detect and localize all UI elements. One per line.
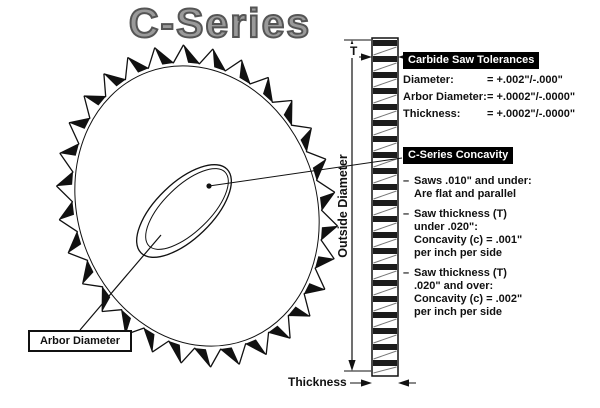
concavity-header: C-Series Concavity [403, 147, 514, 164]
concavity-item: – Saws .010" and under: Are flat and par… [403, 175, 599, 201]
tolerance-name: Arbor Diameter: [403, 91, 487, 103]
tolerance-row: Diameter: = +.002"/-.000" [403, 73, 599, 87]
arbor-diameter-label: Arbor Diameter [28, 330, 132, 352]
saw-blade-front-view [56, 44, 338, 368]
concavity-line: Are flat and parallel [414, 188, 517, 200]
page-title: C-Series [128, 0, 312, 47]
tolerances-panel: Carbide Saw Tolerances Diameter: = +.002… [403, 52, 599, 124]
saw-blade-side-view [371, 37, 399, 377]
thickness-label: Thickness [288, 375, 347, 389]
concavity-line: Saw thickness (T) [414, 267, 507, 279]
thickness-t-label: T [348, 44, 360, 58]
concavity-item: – Saw thickness (T) .020" and over: Conc… [403, 267, 599, 319]
tolerance-value: = +.0002"/-.0000" [487, 91, 576, 103]
tolerance-value: = +.0002"/-.0000" [487, 108, 576, 120]
concavity-line: Concavity (c) = .002" [414, 293, 523, 305]
outside-diameter-label: Outside Diameter [336, 154, 350, 258]
leader-lines [79, 157, 403, 331]
concavity-line: Concavity (c) = .001" [414, 234, 523, 246]
tolerance-row: Arbor Diameter: = +.0002"/-.0000" [403, 90, 599, 104]
bullet-dash: – [403, 208, 410, 220]
concavity-line: .020" and over: [414, 280, 494, 292]
concavity-item: – Saw thickness (T) under .020": Concavi… [403, 208, 599, 260]
tolerances-header: Carbide Saw Tolerances [403, 52, 540, 69]
bullet-dash: – [403, 267, 410, 279]
concavity-panel: C-Series Concavity – Saws .010" and unde… [403, 147, 599, 319]
concavity-line: per inch per side [414, 247, 503, 259]
tolerance-value: = +.002"/-.000" [487, 74, 563, 86]
bullet-dash: – [403, 175, 410, 187]
tolerance-row: Thickness: = +.0002"/-.0000" [403, 107, 599, 121]
concavity-line: Saws .010" and under: [414, 175, 532, 187]
concavity-line: under .020": [414, 221, 478, 233]
concavity-line: per inch per side [414, 306, 503, 318]
tolerance-name: Diameter: [403, 74, 454, 86]
tolerance-name: Thickness: [403, 108, 461, 120]
concavity-line: Saw thickness (T) [414, 208, 507, 220]
